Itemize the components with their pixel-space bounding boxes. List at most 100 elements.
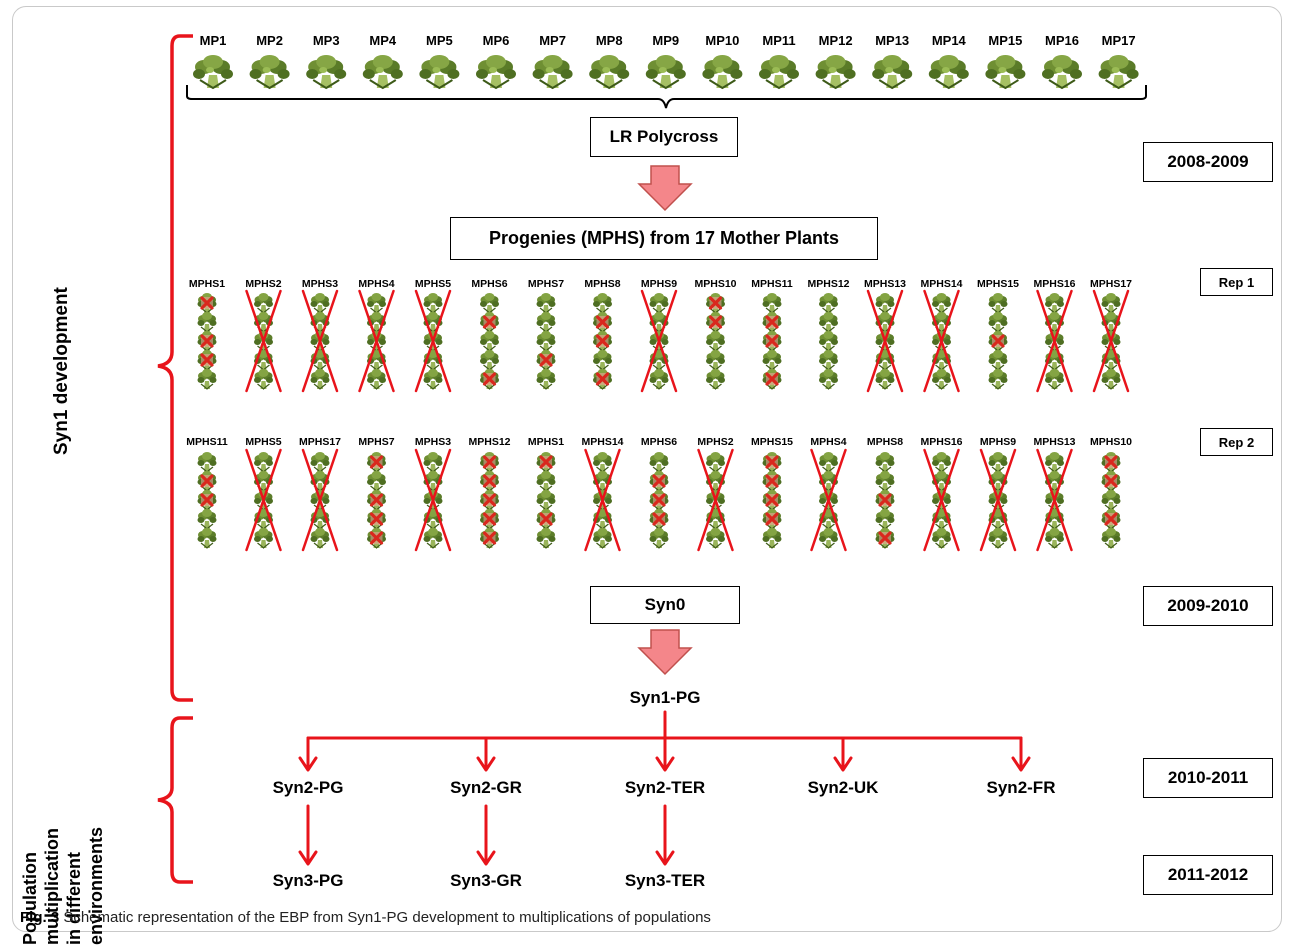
broccoli-plant-icon bbox=[535, 368, 557, 390]
rejected-plant-icon bbox=[199, 352, 215, 368]
rejected-plant-icon bbox=[764, 473, 780, 489]
rejected-plant-icon bbox=[538, 454, 554, 470]
syn2-label: Syn2-GR bbox=[450, 778, 522, 797]
broccoli-plant-icon bbox=[592, 451, 613, 473]
mp-label: MP9 bbox=[652, 33, 680, 48]
mphs-label: MPHS11 bbox=[751, 278, 793, 290]
broccoli-plant-icon bbox=[818, 311, 839, 333]
rejected-plant-icon bbox=[1103, 511, 1119, 527]
rejected-plant-icon bbox=[877, 530, 893, 546]
caption-label: Fig. 3 bbox=[20, 909, 60, 926]
syn3-arrowhead bbox=[655, 850, 675, 866]
rejected-plant-icon bbox=[764, 314, 780, 330]
broccoli-plant-icon bbox=[531, 54, 574, 89]
rejected-plant-icon bbox=[990, 333, 1006, 349]
broccoli-plant-icon bbox=[987, 292, 1009, 314]
broccoli-plant-icon bbox=[931, 527, 952, 549]
broccoli-plant-icon bbox=[931, 451, 952, 473]
syn0-box: Syn0 bbox=[590, 586, 740, 624]
rejected-plant-icon bbox=[481, 314, 498, 330]
rejected-plant-icon bbox=[538, 352, 554, 368]
discarded-progeny-cross bbox=[923, 448, 960, 552]
broccoli-plant-icon bbox=[592, 349, 613, 371]
discarded-progeny-cross bbox=[301, 448, 339, 552]
rejected-plant-icon bbox=[481, 473, 498, 489]
syn2-label: Syn2-UK bbox=[807, 778, 879, 797]
rejected-plant-icon bbox=[651, 492, 667, 508]
mp-label: MP15 bbox=[988, 33, 1023, 48]
broccoli-plant-icon bbox=[366, 368, 387, 390]
broccoli-plant-icon bbox=[648, 527, 670, 549]
broccoli-plant-icon bbox=[309, 368, 331, 390]
broccoli-plant-icon bbox=[422, 527, 444, 549]
mp-label: MP3 bbox=[312, 33, 340, 48]
mphs-label: MPHS2 bbox=[697, 436, 734, 448]
mphs-label: MPHS16 bbox=[1033, 278, 1076, 290]
rep1-box: Rep 1 bbox=[1200, 268, 1273, 296]
broccoli-plant-icon bbox=[475, 54, 517, 89]
broccoli-plant-icon bbox=[253, 292, 274, 314]
broccoli-plant-icon bbox=[588, 54, 631, 89]
mphs-label: MPHS16 bbox=[920, 436, 963, 448]
rejected-plant-icon bbox=[199, 473, 215, 489]
syn1-development-label: Syn1 development bbox=[51, 287, 72, 455]
broccoli-plant-icon bbox=[818, 292, 839, 314]
population-multiplication-bracket bbox=[157, 716, 193, 884]
rejected-plant-icon bbox=[594, 333, 611, 349]
broccoli-plant-icon bbox=[644, 54, 687, 89]
rejected-plant-icon bbox=[651, 473, 667, 489]
broccoli-plant-icon bbox=[648, 292, 670, 314]
rejected-plant-icon bbox=[481, 511, 498, 527]
mphs-label: MPHS6 bbox=[471, 278, 508, 290]
broccoli-plant-icon bbox=[535, 292, 557, 314]
broccoli-plant-icon bbox=[309, 451, 331, 473]
broccoli-plant-icon bbox=[931, 292, 952, 314]
rejected-plant-icon bbox=[538, 511, 554, 527]
broccoli-plant-icon bbox=[253, 527, 274, 549]
rejected-plant-icon bbox=[368, 454, 385, 470]
broccoli-plant-icon bbox=[987, 527, 1009, 549]
broccoli-plant-icon bbox=[931, 368, 952, 390]
broccoli-plant-icon bbox=[648, 451, 670, 473]
syn1-development-bracket bbox=[157, 34, 193, 702]
discarded-progeny-cross bbox=[245, 448, 282, 552]
rejected-plant-icon bbox=[594, 314, 611, 330]
broccoli-plant-icon bbox=[705, 330, 726, 352]
rejected-plant-icon bbox=[368, 530, 385, 546]
year-box-2010: 2010-2011 bbox=[1143, 758, 1273, 798]
broccoli-plant-icon bbox=[705, 349, 726, 371]
mphs-label: MPHS15 bbox=[976, 278, 1019, 290]
discarded-progeny-cross bbox=[810, 448, 847, 552]
syn2-label: Syn2-FR bbox=[986, 778, 1056, 797]
discarded-progeny-cross bbox=[697, 448, 734, 552]
broccoli-plant-icon bbox=[1044, 527, 1065, 549]
broccoli-plant-icon bbox=[479, 330, 500, 352]
syn0-arrow bbox=[637, 629, 693, 676]
broccoli-plant-icon bbox=[1100, 527, 1122, 549]
year-box-2011: 2011-2012 bbox=[1143, 855, 1273, 895]
mphs-label: MPHS14 bbox=[581, 436, 624, 448]
mphs-label: MPHS10 bbox=[694, 278, 737, 290]
syn3-label: Syn3-PG bbox=[272, 871, 344, 890]
discarded-progeny-cross bbox=[979, 448, 1017, 552]
broccoli-plant-icon bbox=[1100, 489, 1122, 511]
broccoli-plant-icon bbox=[479, 349, 500, 371]
progenies-label: Progenies (MPHS) from 17 Mother Plants bbox=[488, 228, 840, 248]
broccoli-plant-icon bbox=[705, 368, 726, 390]
mp-label: MP4 bbox=[369, 33, 397, 48]
mphs-label: MPHS3 bbox=[414, 436, 452, 448]
broccoli-plant-icon bbox=[705, 527, 726, 549]
syn2-arrowhead bbox=[655, 756, 675, 772]
mphs-label: MPHS1 bbox=[527, 436, 565, 448]
mphs-label: MPHS8 bbox=[584, 278, 621, 290]
mp-label: MP10 bbox=[705, 33, 740, 48]
mp-label: MP17 bbox=[1101, 33, 1136, 48]
mp-label: MP11 bbox=[762, 33, 796, 48]
syn0-label: Syn0 bbox=[644, 595, 686, 614]
syn2-label: Syn2-TER bbox=[624, 778, 706, 797]
rejected-plant-icon bbox=[707, 295, 724, 311]
broccoli-plant-icon bbox=[1044, 451, 1065, 473]
mphs-label: MPHS11 bbox=[186, 436, 228, 448]
broccoli-plant-icon bbox=[818, 368, 839, 390]
